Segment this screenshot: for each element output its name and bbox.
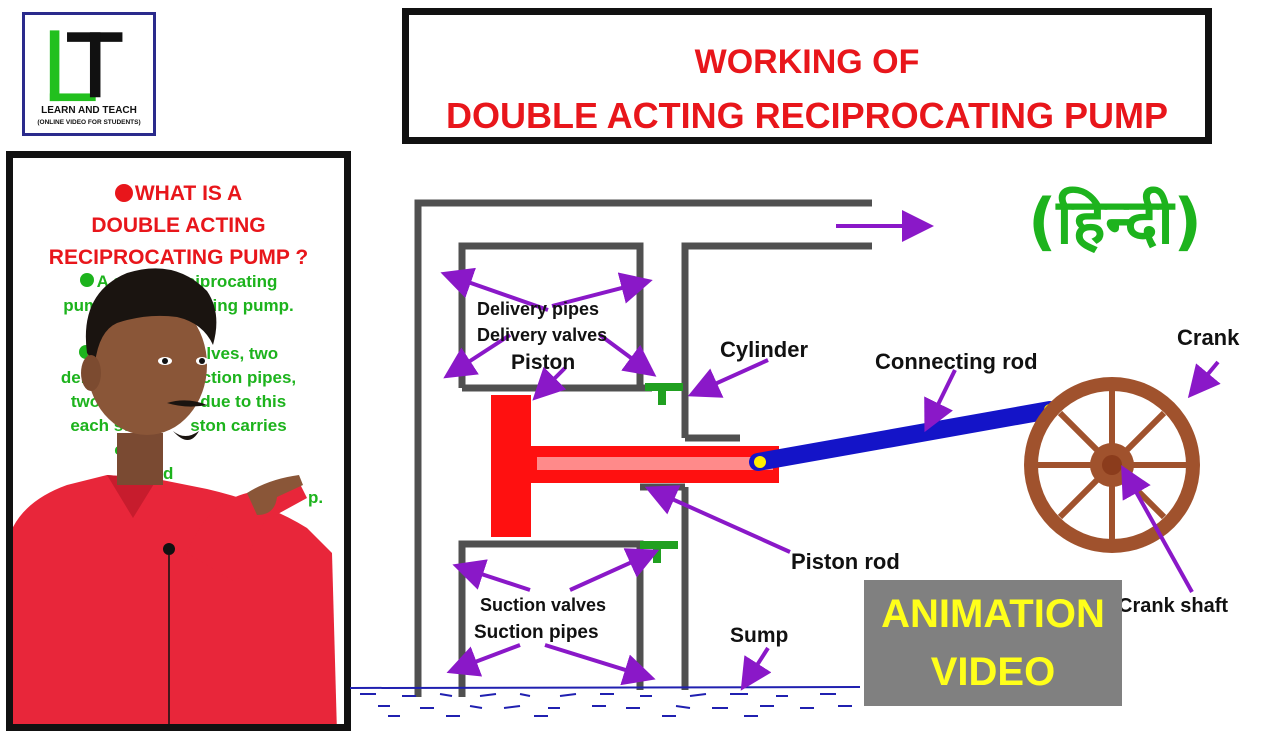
arrow-delivery-pipe-right <box>551 272 653 308</box>
arrow-cylinder <box>687 358 769 398</box>
connecting-rod <box>749 401 1059 471</box>
sump-water-dashes <box>360 693 852 717</box>
arrow-suction-pipe-right <box>544 643 656 686</box>
suction-chamber-wall <box>458 540 644 697</box>
badge-line2: VIDEO <box>930 650 1056 694</box>
suction-valve <box>640 541 678 549</box>
green-dot-icon <box>79 273 94 287</box>
question-line-3: RECIPROCATING PUMP ? <box>48 246 309 269</box>
label-suction-pipes: Suction pipes <box>474 622 599 643</box>
presenter-image <box>13 268 337 724</box>
question-line-2: DOUBLE ACTING <box>91 214 266 237</box>
learn-and-teach-logo: LEARN AND TEACH (ONLINE VIDEO FOR STUDEN… <box>22 12 156 136</box>
arrow-sump <box>740 646 772 691</box>
red-dot-icon <box>114 184 133 202</box>
delivery-valve <box>645 383 683 391</box>
arrow-delivery-valve-left <box>443 333 512 379</box>
side-panel: WHAT IS A DOUBLE ACTING RECIPROCATING PU… <box>6 151 351 731</box>
piston <box>491 395 531 537</box>
outer-pipe-wall <box>414 199 872 697</box>
label-cylinder: Cylinder <box>720 337 808 362</box>
logo-line1: LEARN AND TEACH <box>41 105 137 116</box>
pointer-arrows <box>440 210 1221 691</box>
arrow-piston <box>532 366 567 401</box>
label-piston: Piston <box>511 351 575 374</box>
title-line1: WORKING OF <box>694 43 920 81</box>
suction-valve-stem <box>653 547 661 563</box>
answer-line-9: p. <box>308 488 324 507</box>
label-suction-valves: Suction valves <box>480 595 606 615</box>
arrow-suction-pipe-left <box>446 643 521 677</box>
label-crank-shaft: Crank shaft <box>1118 595 1228 617</box>
arrow-connecting-rod <box>924 369 957 433</box>
answer-line-6: each st ston carries <box>70 416 287 435</box>
arrow-suction-valve-left <box>452 559 531 592</box>
question-line-1: WHAT IS A <box>13 182 344 206</box>
badge-line1: ANIMATION <box>881 592 1105 636</box>
label-piston-rod: Piston rod <box>791 549 900 574</box>
answer-line-8: d <box>163 464 174 483</box>
arrow-suction-valve-right <box>569 548 660 592</box>
label-delivery-valves: Delivery valves <box>477 325 607 345</box>
animation-video-badge: ANIMATION VIDEO <box>864 580 1122 706</box>
language-tag: (हिन्दी) <box>1028 185 1202 258</box>
delivery-chamber-wall <box>458 242 644 388</box>
delivery-valve-stem <box>658 389 666 405</box>
title-line2: DOUBLE ACTING RECIPROCATING PUMP <box>445 95 1168 136</box>
arrow-crank-shaft <box>1121 465 1194 593</box>
title-box: WORKING OF DOUBLE ACTING RECIPROCATING P… <box>402 8 1212 144</box>
crosshead-pin <box>754 456 766 468</box>
cylinder-top-wall <box>681 242 872 438</box>
piston-rod-highlight <box>537 457 773 470</box>
arrow-delivery-valve-right <box>598 333 657 377</box>
label-sump: Sump <box>730 624 788 647</box>
arrow-piston-rod <box>644 485 791 554</box>
lt-logo-mark <box>49 30 123 102</box>
label-delivery-pipes: Delivery pipes <box>477 299 599 319</box>
label-connecting-rod: Connecting rod <box>875 349 1038 374</box>
arrow-delivery-pipe-left <box>440 267 549 312</box>
label-crank: Crank <box>1177 325 1240 350</box>
pump-body <box>414 199 872 697</box>
crank-wheel <box>1024 377 1200 553</box>
sump-water-line <box>349 686 861 689</box>
arrow-crank <box>1187 360 1221 399</box>
logo-line2: (ONLINE VIDEO FOR STUDENTS) <box>37 119 141 126</box>
question-text-1: WHAT IS A <box>134 182 243 205</box>
